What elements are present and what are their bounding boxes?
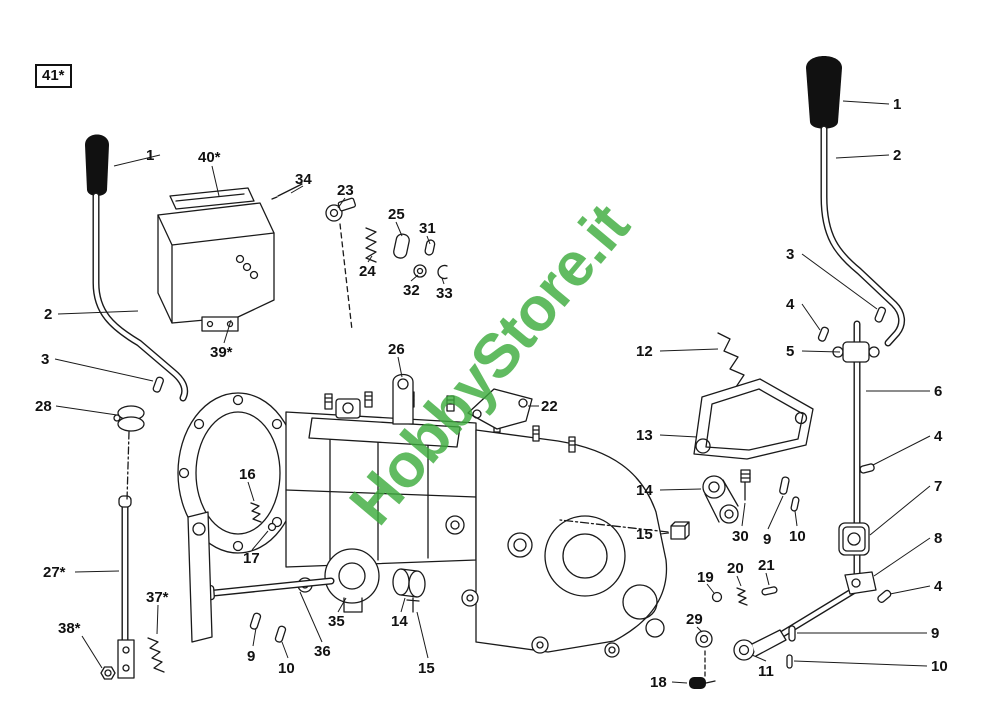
part-callout: 12 [636, 343, 653, 360]
part-callout: 21 [758, 557, 775, 574]
part-callout: 23 [337, 182, 354, 199]
part-callout: 37* [146, 589, 169, 606]
part-callout: 33 [436, 285, 453, 302]
part-callout: 38* [58, 620, 81, 637]
part-callout: 27* [43, 564, 66, 581]
part-callout: 25 [388, 206, 405, 223]
part-callout: 10 [931, 658, 948, 675]
part-callout: 39* [210, 344, 233, 361]
part-callout: 14 [636, 482, 653, 499]
part-callout: 10 [789, 528, 806, 545]
part-callout: 40* [198, 149, 221, 166]
part-callout: 17 [243, 550, 260, 567]
part-callout: 3 [41, 351, 50, 368]
part-callout: 36 [314, 643, 331, 660]
part-callout: 20 [727, 560, 744, 577]
part-callout: 14 [391, 613, 408, 630]
part-callout: 18 [650, 674, 667, 691]
part-callout: 9 [931, 625, 940, 642]
part-callout: 28 [35, 398, 52, 415]
part-callout: 2 [893, 147, 902, 164]
part-callout: 19 [697, 569, 714, 586]
part-callout: 15 [636, 526, 653, 543]
figure-code-badge: 41* [35, 64, 72, 88]
part-callout: 9 [247, 648, 256, 665]
part-callout: 35 [328, 613, 345, 630]
part-callout: 9 [763, 531, 772, 548]
part-callout: 16 [239, 466, 256, 483]
part-callout: 13 [636, 427, 653, 444]
part-callout: 32 [403, 282, 420, 299]
part-callout: 31 [419, 220, 436, 237]
part-callout: 1 [146, 147, 155, 164]
part-callout: 24 [359, 263, 376, 280]
part-callout: 7 [934, 478, 943, 495]
part-callout: 4 [934, 578, 943, 595]
part-callout: 30 [732, 528, 749, 545]
part-callout: 3 [786, 246, 795, 263]
part-callout: 26 [388, 341, 405, 358]
part-callout: 1 [893, 96, 902, 113]
part-callout: 5 [786, 343, 795, 360]
part-callout: 4 [786, 296, 795, 313]
part-callout: 6 [934, 383, 943, 400]
part-callout: 10 [278, 660, 295, 677]
part-callout: 22 [541, 398, 558, 415]
part-callout: 29 [686, 611, 703, 628]
part-callout: 4 [934, 428, 943, 445]
part-callout: 2 [44, 306, 53, 323]
part-callout: 8 [934, 530, 943, 547]
leader-lines [54, 100, 931, 684]
part-callout: 34 [295, 171, 312, 188]
part-callout: 15 [418, 660, 435, 677]
part-callout: 11 [758, 663, 774, 680]
